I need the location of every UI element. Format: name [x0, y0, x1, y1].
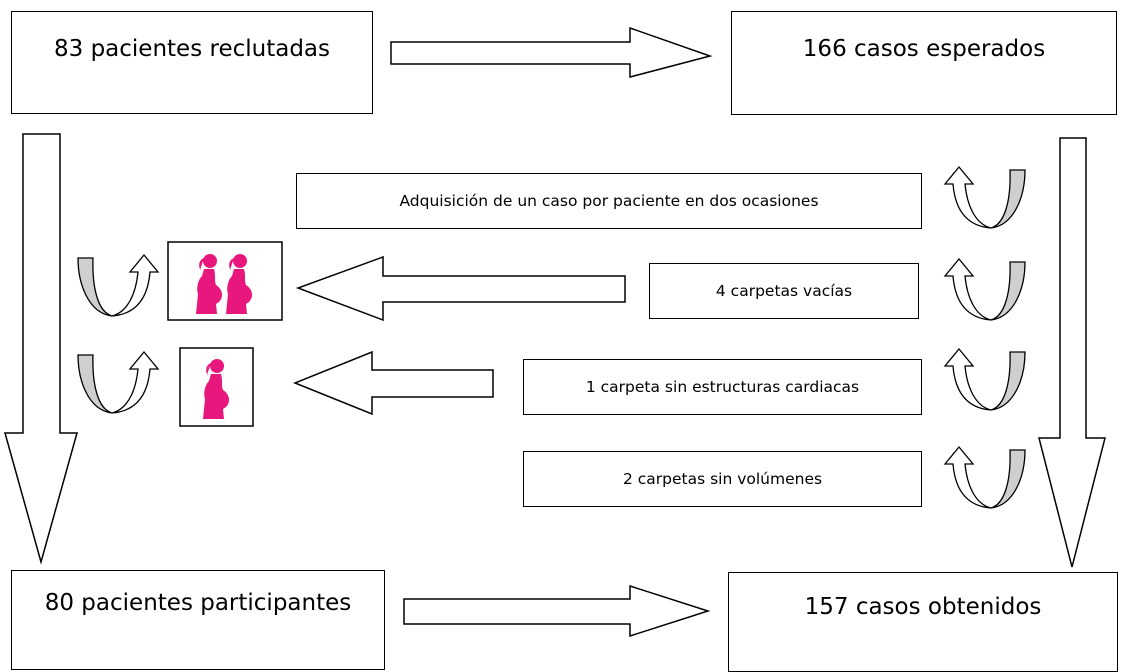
no-volumes-note-label: 2 carpetas sin volúmenes: [622, 470, 823, 488]
no-volumes-note-box: 2 carpetas sin volúmenes: [523, 451, 922, 507]
arrow-empty-folders-left: [295, 255, 626, 322]
arrow-no-cardiac-left: [292, 350, 494, 416]
acquisition-note-box: Adquisición de un caso por paciente en d…: [296, 173, 922, 229]
pregnant-women-icon: [196, 254, 252, 314]
no-cardiac-structures-note-label: 1 carpeta sin estructuras cardiacas: [585, 378, 860, 396]
expected-cases-label: 166 casos esperados: [802, 36, 1046, 62]
participant-patients-label: 80 pacientes participantes: [44, 590, 352, 616]
recruited-patients-box: 83 pacientes reclutadas: [11, 11, 373, 114]
curved-arrow-left-2: [77, 350, 160, 414]
acquisition-note-label: Adquisición de un caso por paciente en d…: [399, 192, 819, 210]
curved-arrow-right-3: [943, 347, 1026, 411]
pregnant-woman-icon: [203, 359, 229, 419]
participant-patients-box: 80 pacientes participantes: [11, 570, 385, 670]
curved-arrow-left-1: [77, 253, 160, 317]
obtained-cases-label: 157 casos obtenidos: [804, 594, 1042, 620]
arrow-recruited-to-expected: [390, 26, 713, 78]
curved-arrow-right-2: [943, 257, 1026, 321]
curved-arrow-right-4: [943, 445, 1026, 509]
arrow-expected-to-obtained: [1038, 137, 1106, 568]
curved-arrow-right-1: [943, 165, 1026, 229]
obtained-cases-box: 157 casos obtenidos: [728, 572, 1118, 672]
arrow-recruited-to-participants: [4, 133, 78, 565]
arrow-participants-to-obtained: [403, 584, 711, 638]
recruited-patients-label: 83 pacientes reclutadas: [54, 36, 330, 62]
empty-folders-note-box: 4 carpetas vacías: [649, 263, 919, 319]
expected-cases-box: 166 casos esperados: [731, 11, 1117, 115]
no-cardiac-structures-note-box: 1 carpeta sin estructuras cardiacas: [523, 359, 922, 415]
empty-folders-note-label: 4 carpetas vacías: [715, 282, 853, 300]
